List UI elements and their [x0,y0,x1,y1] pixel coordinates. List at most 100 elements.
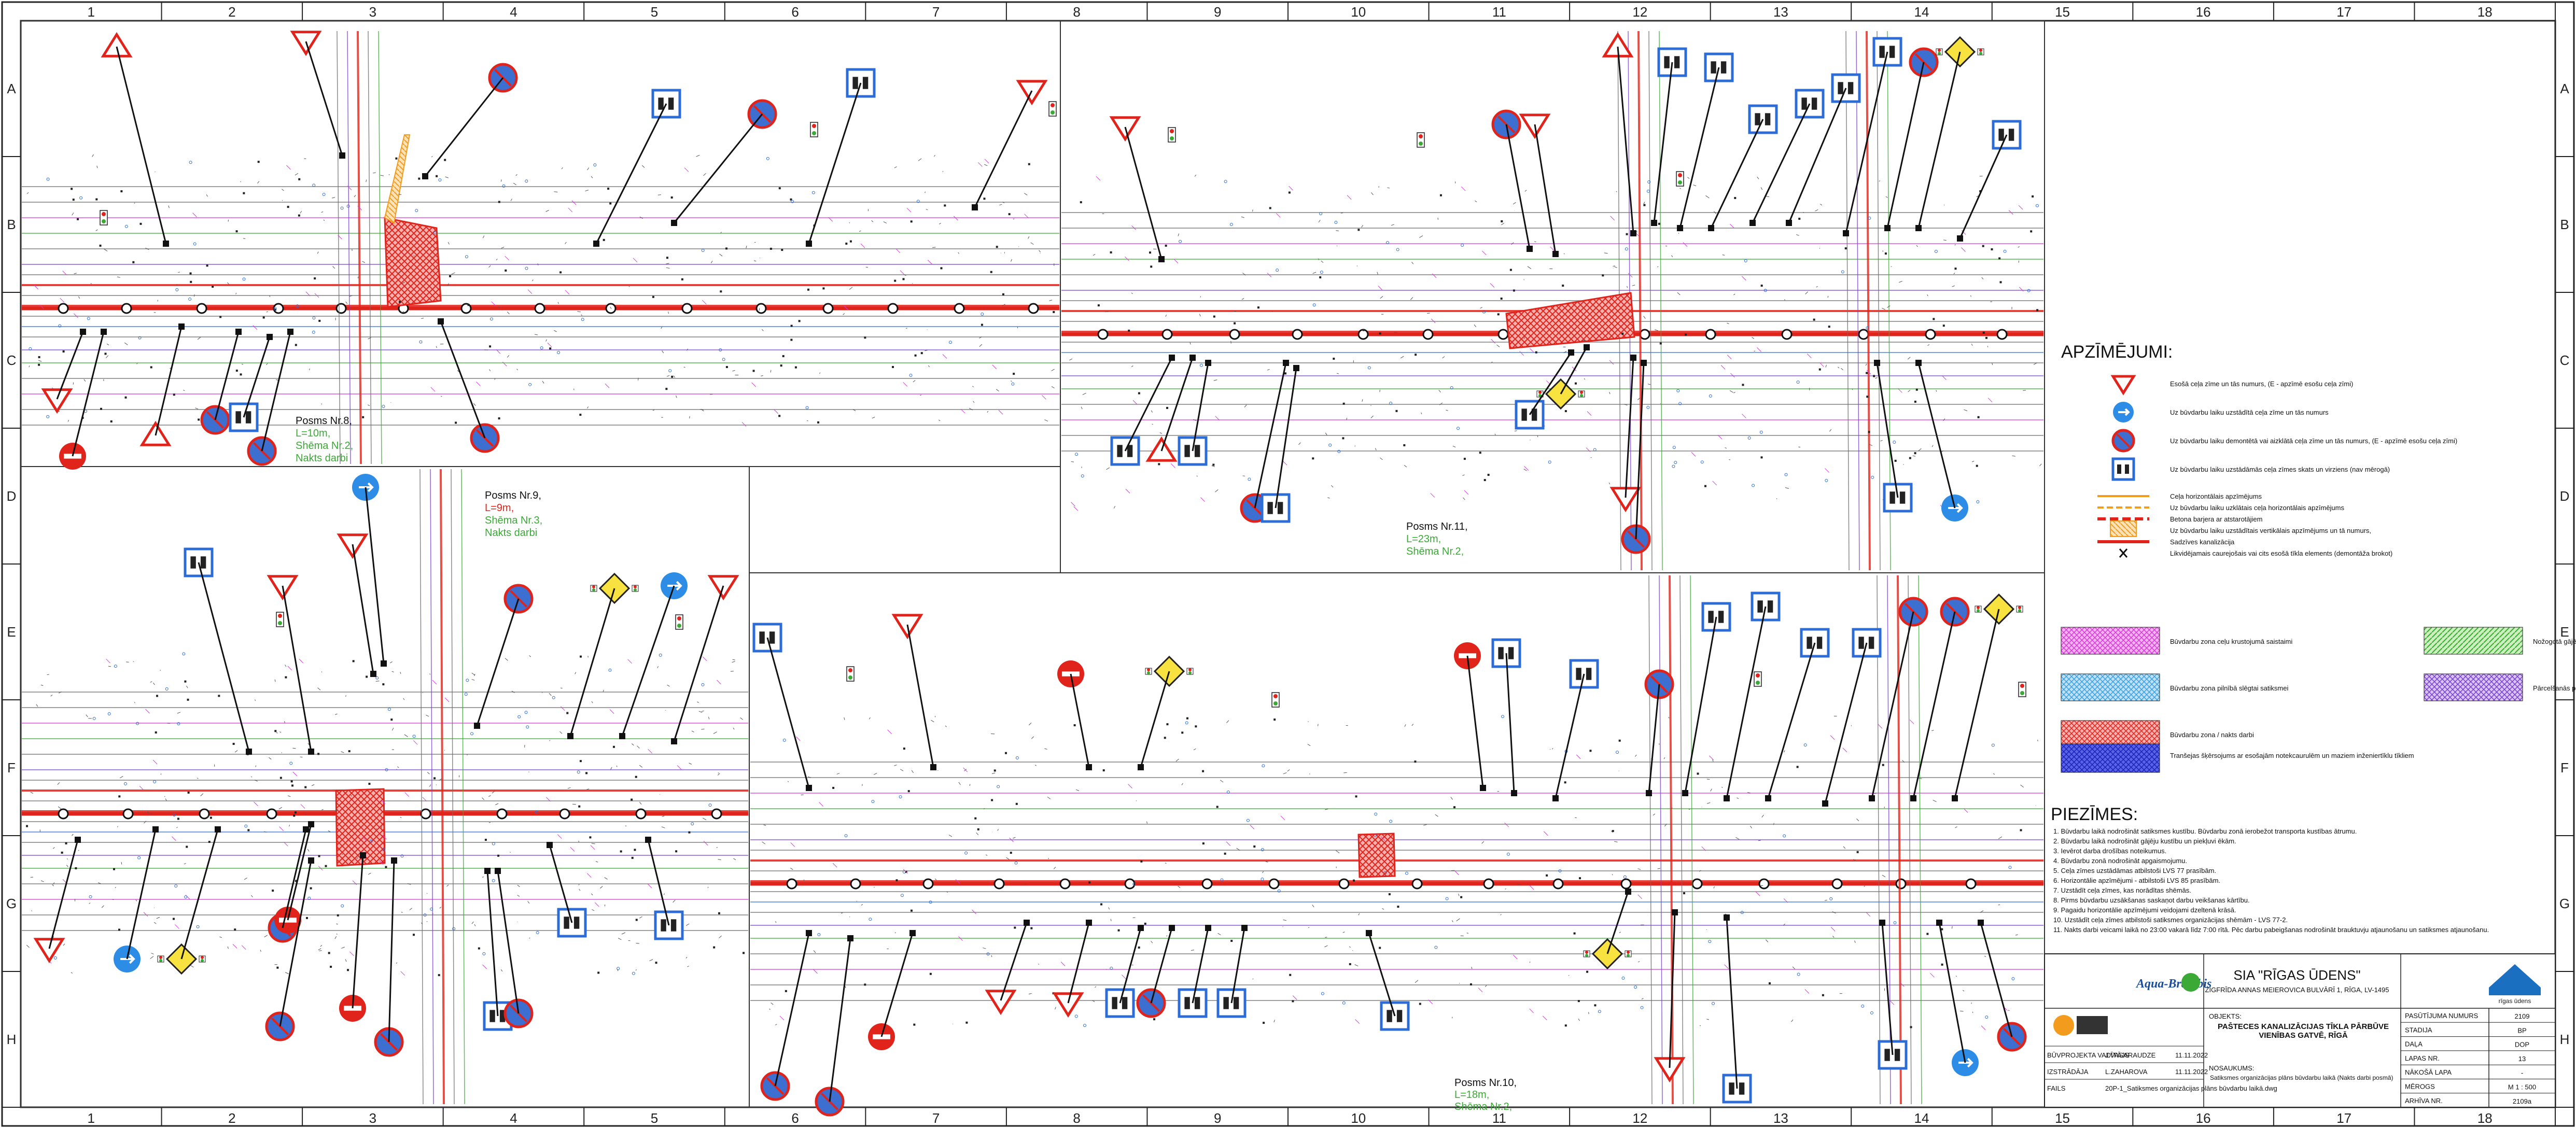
legend-item: Betona barjera ar atstarotājiem [2097,515,2262,523]
contractor-logo-mark [2181,973,2200,992]
legend-item-label: Betona barjera ar atstarotājiem [2170,515,2262,523]
legend-item: Uz būvdarbu laiku uzstādītais vertikālai… [2110,520,2371,537]
row-letter: F [7,760,16,776]
column-number: 14 [1914,1110,1929,1126]
legend-item: Uz būvdarbu laiku uzstādāmās ceļa zīmes … [2170,466,2390,473]
note-item: 5. Ceļa zīmes uzstādāmas atbilstoši LVS … [2053,867,2216,875]
plan-panel-posms-8 [20,20,1061,467]
traffic-light-icon [2018,682,2026,697]
signature-role: BŪVPROJEKTA VADĪTĀJS [2047,1051,2130,1059]
column-number: 9 [1214,4,1221,20]
legend-item-label: Esošā ceļa zīme un tās numurs, (E - apzī… [2170,380,2353,388]
row-letter: H [2560,1032,2570,1047]
work-zone-hatch [1505,292,1635,349]
sheet-name-label: NOSAUKUMS: [2209,1064,2254,1072]
title-row-label: STADIJA [2405,1026,2432,1034]
traffic-light-icon [846,666,855,682]
information-sign-icon [1657,47,1687,77]
information-sign-icon [846,68,876,98]
column-number: 3 [369,1110,376,1126]
legend-item: Uz būvdarbu laiku uzstādītā ceļa zīme un… [2170,408,2329,416]
plan-panel-posms-9 [20,466,750,1108]
signature-name: 20P-1_Satiksmes organizācijas plāns būvd… [2105,1084,2277,1092]
segment-title: Posms Nr.8, [296,415,352,427]
column-number: 12 [1632,1110,1647,1126]
legend-swatch-label: Pārcelšanās pieturvietas platforma [2533,684,2576,692]
legend-swatch: Būvdarbu zona ceļu krustojumā saistaimi [2061,627,2292,655]
information-sign-icon [1380,1001,1410,1031]
column-number: 13 [1773,1110,1788,1126]
column-number: 2 [228,4,235,20]
note-item: 7. Uzstādīt ceļa zīmes, kas norādītas sh… [2053,886,2191,894]
note-item: 11. Nakts darbi veicami laikā no 23:00 v… [2053,926,2489,934]
row-letter: A [2560,81,2569,96]
column-number: 7 [932,1110,940,1126]
note-item: 10. Uzstādīt ceļa zīmes atbilstoši satik… [2053,916,2288,924]
information-sign-icon [1105,988,1135,1018]
legend-swatch: Pārcelšanās pieturvietas platforma [2424,673,2576,701]
note-item: 9. Pagaidu horizontālie apzīmējumi veido… [2053,906,2236,914]
column-number: 3 [369,4,376,20]
segment-length: L=18m, [1454,1089,1489,1101]
title-row-label: PASŪTĪJUMA NUMURS [2405,1012,2479,1020]
note-item: 8. Pirms būvdarbu uzsākšanas saskaņot da… [2053,896,2250,904]
legend-swatch: Būvdarbu zona pilnībā slēgtai satiksmei [2061,673,2288,701]
segment-work: Nakts darbi [485,527,537,539]
row-letter: A [7,81,16,96]
designer-logo-mark [2053,1015,2074,1036]
column-number: 10 [1351,1110,1366,1126]
information-sign-icon [1795,89,1825,119]
legend-swatch-label: Tranšejas šķērsojums ar esošajām notekca… [2170,752,2414,759]
signature-role: FAILS [2047,1084,2066,1092]
note-item: 1. Būvdarbu laikā nodrošināt satiksmes k… [2053,827,2357,835]
title-row-value: DOP [2515,1041,2529,1049]
title-row-label: LAPAS NR. [2405,1054,2440,1062]
legend-heading: APZĪMĒJUMI: [2061,342,2173,362]
information-sign-icon [2111,457,2135,481]
segment-title: Posms Nr.11, [1406,521,1468,532]
column-number: 18 [2477,1110,2493,1126]
row-letter: D [2560,488,2570,504]
give-way-sign-icon [2110,375,2136,396]
no-stopping-sign-icon [2111,429,2135,453]
object-label: OBJEKTS: [2209,1012,2242,1020]
client-address: ZIGFRĪDA ANNAS MEIEROVICA BULVĀRĪ 1, RĪG… [2205,986,2389,994]
title-row-value: BP [2517,1026,2526,1034]
column-number: 15 [2055,4,2070,20]
legend-item: Uz būvdarbu laiku demontētā vai aizklātā… [2170,437,2457,445]
notes-heading: PIEZĪMES: [2051,805,2138,824]
information-sign-icon [1261,493,1291,523]
legend-item-label: Uz būvdarbu laiku demontētā vai aizklātā… [2170,437,2457,445]
segment-scheme: Shēma Nr.2, [1406,546,1464,557]
segment-label-posms-8: Posms Nr.8, L=10m, Shēma Nr.2, Nakts dar… [296,415,353,464]
information-sign-icon [1701,602,1731,632]
title-row-value: M 1 : 500 [2508,1083,2536,1091]
traffic-light-icon [1048,101,1057,117]
signature-name: J.VASARAUDZE [2105,1051,2156,1059]
legend-swatch-label: Būvdarbu zona pilnībā slēgtai satiksmei [2170,684,2288,692]
legend-item: Ceļa horizontālais apzīmējums [2097,492,2262,500]
title-row-label: ARHĪVA NR. [2405,1097,2443,1105]
title-row-value: - [2521,1069,2523,1077]
plan-panel-posms-10 [749,572,2045,1108]
segment-label-posms-11: Posms Nr.11, L=23m, Shēma Nr.2, [1406,521,1468,557]
warning-sign-icon [101,32,133,58]
segment-length: L=10m, [296,428,330,439]
warning-sign-icon [1602,32,1634,58]
column-number: 18 [2477,4,2493,20]
information-sign-icon [1800,628,1830,658]
column-number: 6 [791,1110,799,1126]
column-number: 16 [2196,1110,2211,1126]
title-row-value: 2109a [2513,1097,2532,1105]
work-zone-hatch [335,788,386,867]
column-number: 13 [1773,4,1788,20]
note-item: 3. Ievērot darba drošības noteikumus. [2053,847,2166,855]
client-logo: rīgas ūdens [2489,964,2541,1005]
signature-date: 11.11.2022 [2175,1068,2208,1076]
survey-detail-layer [26,154,2042,1031]
column-number: 15 [2055,1110,2070,1126]
legend-swatch: Nožogotā gājēju kustība [2424,627,2576,655]
segment-label-posms-9: Posms Nr.9, L=9m, Shēma Nr.3, Nakts darb… [485,490,542,539]
column-number: 1 [88,4,95,20]
